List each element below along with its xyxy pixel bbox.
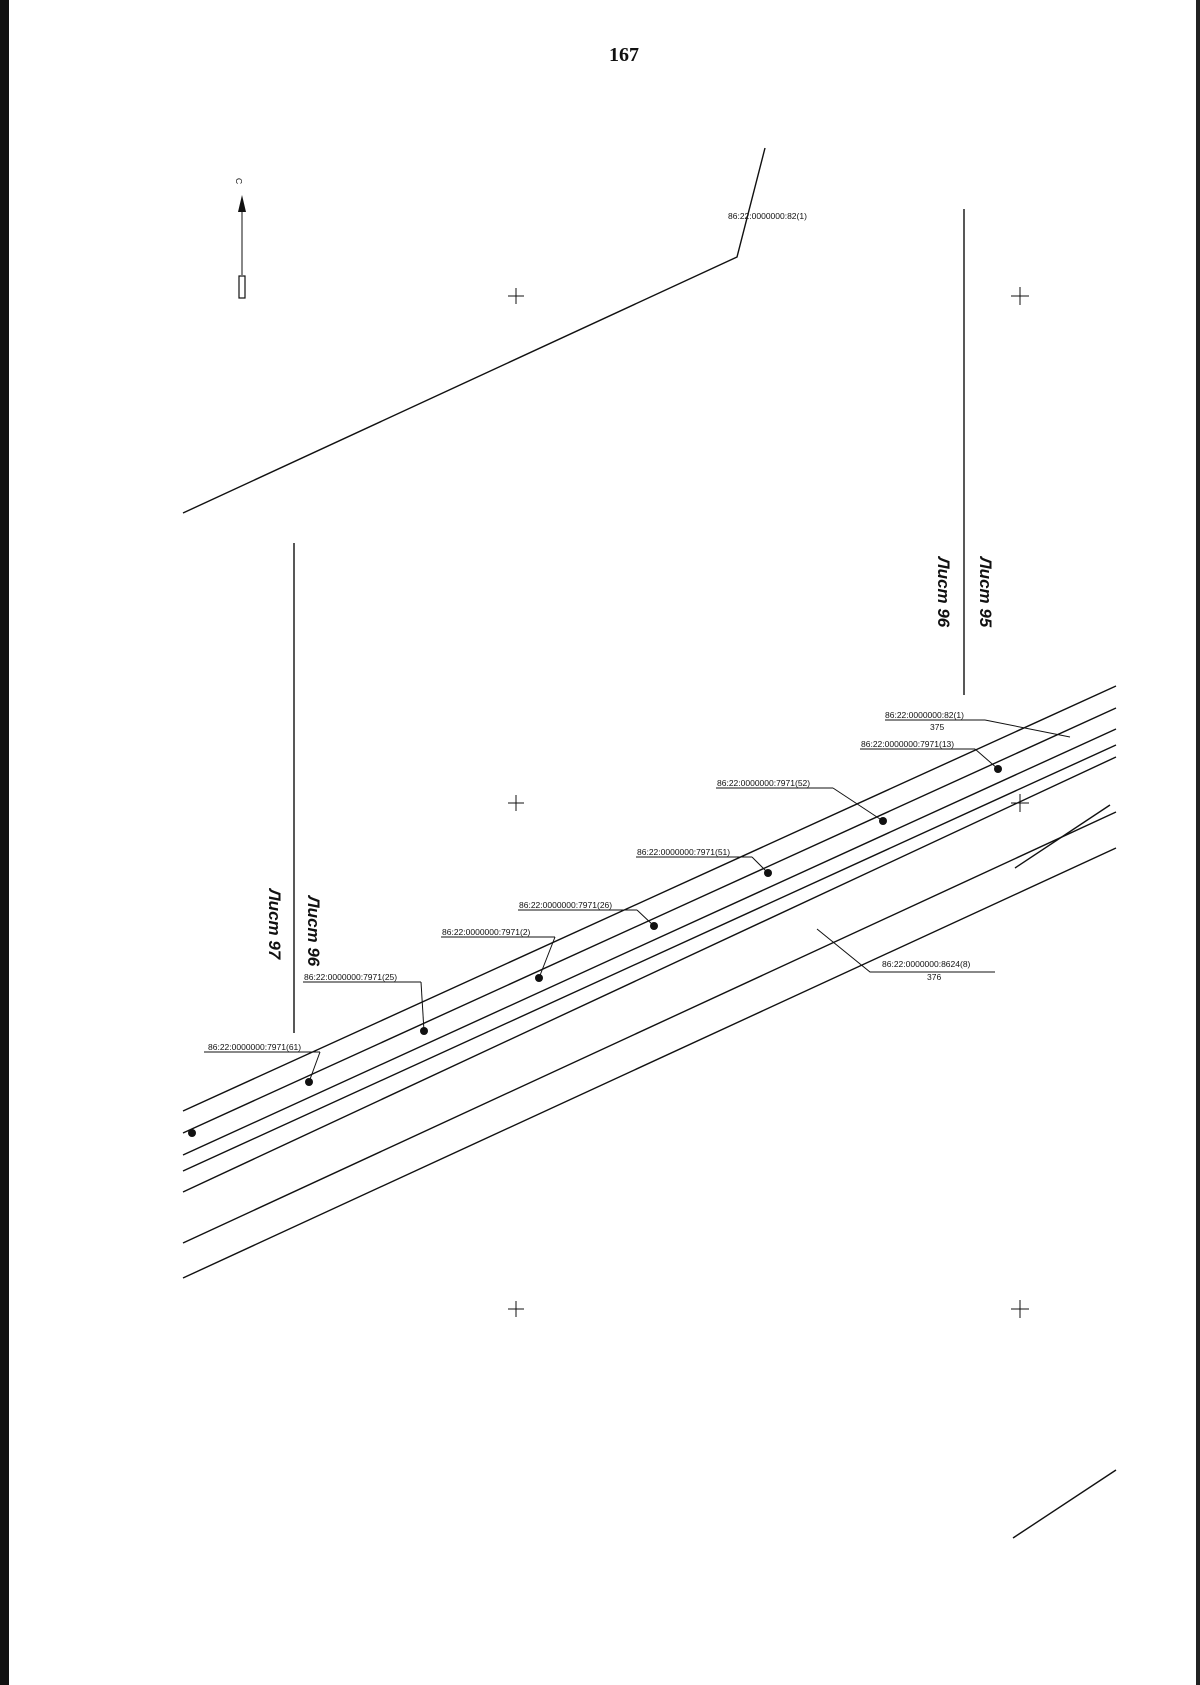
corridor-lines	[182, 685, 1117, 1539]
scan-edge-left	[0, 0, 9, 1685]
svg-text:86:22:0000000:8624(8): 86:22:0000000:8624(8)	[882, 959, 971, 969]
svg-text:86:22:0000000:82(1): 86:22:0000000:82(1)	[728, 211, 807, 221]
svg-text:86:22:0000000:7971(13): 86:22:0000000:7971(13)	[861, 739, 954, 749]
svg-text:86:22:0000000:7971(52): 86:22:0000000:7971(52)	[717, 778, 810, 788]
parcel-label: 86:22:0000000:82(1)	[728, 211, 807, 221]
svg-text:376: 376	[927, 972, 941, 982]
grid-cross	[1011, 794, 1029, 812]
sheet-label-95: Лист 95	[976, 555, 995, 628]
grid-cross	[1011, 287, 1029, 305]
grid-cross	[508, 1301, 524, 1317]
grid-crosses	[508, 287, 1029, 1318]
svg-text:375: 375	[930, 722, 944, 732]
sheet-label-96-upper: Лист 96	[934, 555, 953, 628]
north-arrow-icon: С	[234, 178, 246, 299]
parcel-label: 86:22:0000000:7971(51)	[636, 847, 769, 874]
svg-text:86:22:0000000:7971(61): 86:22:0000000:7971(61)	[208, 1042, 301, 1052]
north-label: С	[234, 178, 244, 184]
svg-text:86:22:0000000:7971(2): 86:22:0000000:7971(2)	[442, 927, 531, 937]
parcel-label: 86:22:0000000:7971(26)	[518, 900, 655, 927]
parcel-label: 86:22:0000000:7971(52)	[716, 778, 884, 822]
parcel-label: 86:22:0000000:82(1) 375	[885, 710, 1071, 738]
svg-text:86:22:0000000:7971(26): 86:22:0000000:7971(26)	[519, 900, 612, 910]
page-number: 167	[609, 44, 639, 66]
grid-cross	[508, 795, 524, 811]
parcel-label: 86:22:0000000:7971(2)	[441, 927, 556, 979]
parcel-point	[188, 1129, 196, 1137]
parcel-label: 86:22:0000000:8624(8) 376	[816, 928, 995, 982]
parcel-label: 86:22:0000000:7971(13)	[860, 739, 999, 770]
sheet-label-96-lower: Лист 96	[304, 894, 323, 967]
boundary-line-upper	[182, 147, 766, 514]
svg-text:86:22:0000000:82(1): 86:22:0000000:82(1)	[885, 710, 964, 720]
parcel-label: 86:22:0000000:7971(61)	[204, 1042, 321, 1083]
scan-edge-right	[1196, 0, 1200, 1685]
sheet-label-97: Лист 97	[265, 887, 284, 961]
parcel-label: 86:22:0000000:7971(25)	[303, 972, 425, 1032]
svg-text:86:22:0000000:7971(51): 86:22:0000000:7971(51)	[637, 847, 730, 857]
grid-cross	[1011, 1300, 1029, 1318]
svg-text:86:22:0000000:7971(25): 86:22:0000000:7971(25)	[304, 972, 397, 982]
grid-cross	[508, 288, 524, 304]
